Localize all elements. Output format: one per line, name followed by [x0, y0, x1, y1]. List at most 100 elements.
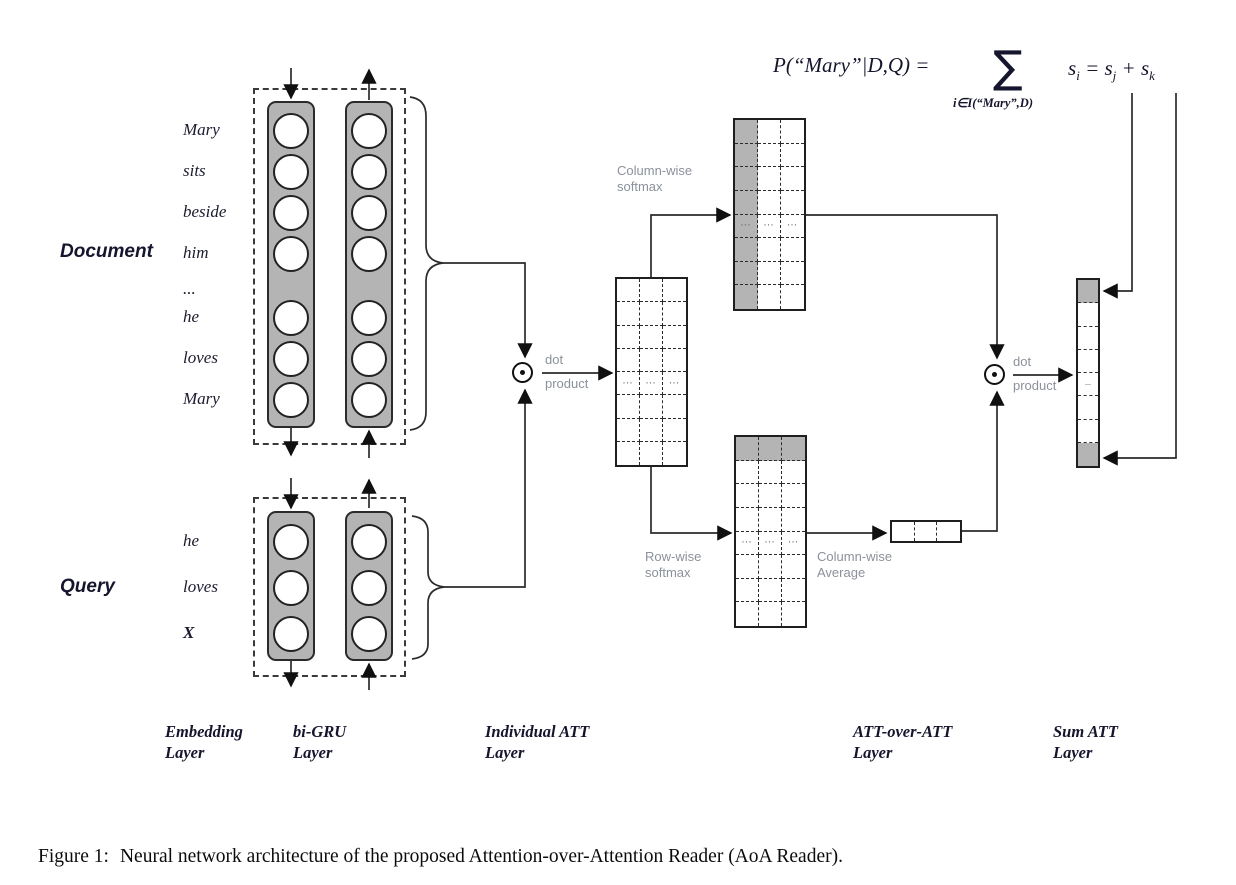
column-average-label-line1: Column-wise: [817, 549, 893, 564]
matrix-cell: [758, 143, 781, 168]
matrix-cell: [736, 555, 759, 579]
matrix-cell: [782, 484, 805, 508]
matrix-cell: [736, 460, 759, 485]
gru-cell: [273, 524, 309, 560]
matrix-cell: [915, 522, 938, 541]
matrix-cell: [758, 261, 781, 286]
document-word: loves: [183, 348, 218, 367]
sum-symbol: ∑: [993, 42, 1023, 93]
matrix-cell: ...: [759, 531, 782, 556]
matrix-cell: [759, 460, 782, 485]
column-softmax-matrix: .........: [733, 118, 806, 311]
matrix-cell: [663, 395, 686, 419]
matrix-cell: [758, 190, 781, 215]
document-word: Mary: [183, 389, 220, 408]
matrix-cell: [782, 579, 805, 603]
gru-cell: [351, 570, 387, 606]
row-softmax-label-line2: softmax: [645, 565, 691, 580]
document-word: sits: [183, 161, 206, 180]
matrix-cell: [759, 507, 782, 532]
matrix-cell: [640, 418, 663, 442]
document-word: him: [183, 243, 209, 262]
matrix-cell: [736, 484, 759, 508]
matrix-cell: [781, 238, 804, 262]
matrix-cell: [759, 484, 782, 508]
column-softmax-label-line1: Column-wise: [617, 163, 693, 178]
matrix-cell: [781, 191, 804, 215]
matrix-cell: [617, 418, 640, 442]
gru-cell: [273, 154, 309, 190]
query-gru-backward-column: [345, 511, 393, 661]
document-brace: [409, 96, 444, 431]
matrix-cell: [937, 522, 960, 541]
matrix-cell: [758, 120, 781, 144]
query-word: loves: [183, 577, 218, 596]
figure-caption-text: Neural network architecture of the propo…: [119, 846, 843, 867]
sk-score-line: [1102, 93, 1177, 466]
query-gru-forward-column: [267, 511, 315, 661]
matrix-cell: ...: [663, 372, 686, 396]
figure-caption-label: Figure 1:: [38, 846, 109, 867]
gru-cell: [273, 570, 309, 606]
document-gru-forward-column: [267, 101, 315, 428]
gru-cell: [273, 300, 309, 336]
sum-subscript: i∈I(“Mary”,D): [953, 96, 1033, 110]
matrix-cell: [663, 302, 686, 326]
document-word: beside: [183, 202, 227, 221]
matrix-cell: [782, 437, 805, 461]
matrix-cell: ...: [758, 214, 781, 239]
matrix-cell: ...: [640, 372, 663, 396]
matrix-cell: [736, 578, 759, 603]
matrix-cell: ...: [617, 372, 640, 396]
matrix-cell: [736, 437, 759, 461]
matrix-cell: [781, 144, 804, 168]
gru-cell: [351, 300, 387, 336]
matrix-cell: [640, 395, 663, 419]
row-softmax-matrix: .........: [734, 435, 807, 628]
matrix-cell: [892, 522, 915, 541]
att-to-column-softmax-line: [650, 207, 732, 277]
document-word: he: [183, 307, 200, 326]
matrix-cell: ...: [782, 532, 805, 556]
gru-cell: [351, 113, 387, 149]
att-to-row-softmax-line: [650, 467, 733, 541]
matrix-cell: [1078, 442, 1098, 466]
gru-cell: [273, 113, 309, 149]
query-brace: [411, 515, 445, 660]
sj-score-line: [1102, 93, 1133, 299]
row-softmax-label-line1: Row-wise: [645, 549, 702, 564]
matrix-cell: [617, 279, 640, 303]
matrix-cell: [617, 348, 640, 372]
matrix-cell: [663, 326, 686, 349]
matrix-cell: [735, 143, 758, 168]
matrix-cell: [781, 167, 804, 191]
matrix-cell: [782, 602, 805, 626]
matrix-cell: ...: [781, 215, 804, 239]
matrix-cell: [640, 325, 663, 349]
matrix-cell: [758, 285, 781, 309]
document-bigru-dashed-box: [253, 88, 406, 445]
query-title: Query: [60, 576, 115, 597]
matrix-cell: [782, 461, 805, 485]
gru-cell: [351, 341, 387, 377]
query-bigru-dashed-box: [253, 497, 406, 677]
gru-cell: [351, 236, 387, 272]
average-to-dot-line: [962, 390, 1005, 532]
document-word: Mary: [183, 120, 220, 139]
gru-cell: [273, 341, 309, 377]
gru-cell: [351, 154, 387, 190]
matrix-cell: [759, 555, 782, 579]
matrix-cell: [735, 285, 758, 309]
matrix-cell: [640, 279, 663, 303]
matrix-cell: [617, 302, 640, 326]
matrix-cell: [1078, 396, 1098, 420]
probability-formula: P(“Mary”|D,Q) =: [773, 53, 930, 77]
score-equation: si = sj + sk: [1068, 56, 1155, 84]
dot-product-label-line2: product: [1013, 378, 1057, 393]
document-to-dot-line: [443, 262, 533, 359]
dot-product-label-line2: product: [545, 376, 589, 391]
matrix-cell: [781, 285, 804, 309]
